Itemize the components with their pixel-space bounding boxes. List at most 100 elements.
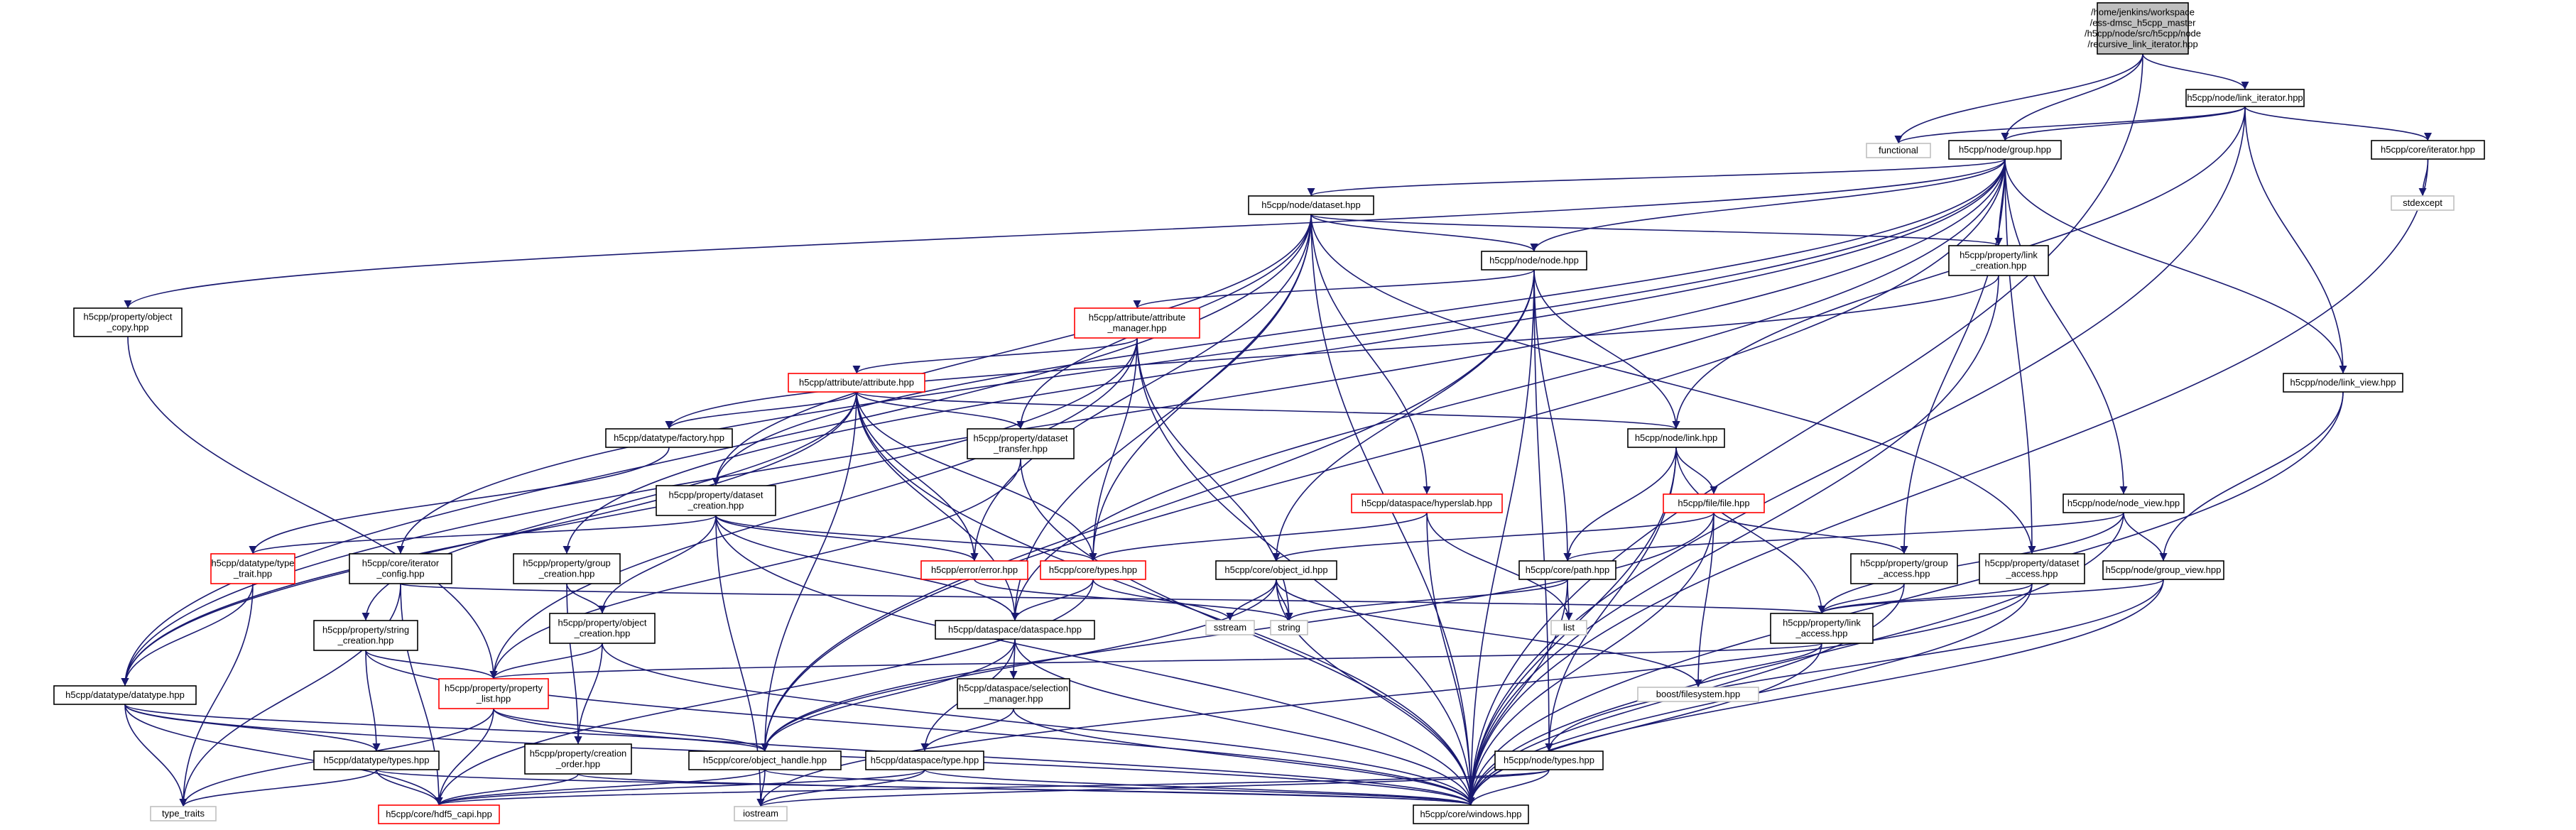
node-error[interactable]: h5cpp/error/error.hpp	[920, 560, 1028, 580]
node-group-view[interactable]: h5cpp/node/group_view.hpp	[2102, 560, 2224, 580]
edge-group_creation-to-creation_order	[566, 583, 582, 745]
edge-core_types-to-hdf5_capi	[435, 579, 1094, 806]
edge-link_iterator-to-core_iterator	[2244, 106, 2432, 141]
node-core-types[interactable]: h5cpp/core/types.hpp	[1040, 560, 1146, 580]
node-label: /h5cpp/node/src/h5cpp/node	[2085, 28, 2201, 39]
node-label: h5cpp/core/hdf5_capi.hpp	[386, 809, 492, 819]
node-attribute-manager[interactable]: h5cpp/attribute/attribute_manager.hpp	[1074, 307, 1200, 339]
node-link-creation[interactable]: h5cpp/property/link_creation.hpp	[1948, 245, 2049, 276]
edge-attribute-to-error	[856, 391, 979, 562]
node-label: h5cpp/node/types.hpp	[1504, 755, 1594, 765]
node-group[interactable]: h5cpp/node/group.hpp	[1948, 140, 2062, 160]
edge-link_access-to-property_list	[490, 643, 1822, 679]
node-group-creation[interactable]: h5cpp/property/group_creation.hpp	[513, 553, 621, 584]
node-dataset-transfer[interactable]: h5cpp/property/dataset_transfer.hpp	[967, 428, 1075, 459]
node-path[interactable]: h5cpp/core/path.hpp	[1518, 560, 1616, 580]
node-box	[349, 553, 452, 584]
node-label: h5cpp/node/link_view.hpp	[2290, 377, 2396, 388]
edge-dataset_transfer-to-property_list	[489, 458, 1021, 679]
node-iterator-config[interactable]: h5cpp/core/iterator_config.hpp	[349, 553, 452, 584]
node-box	[2371, 140, 2485, 160]
edge-node-to-link	[1533, 269, 1680, 430]
node-label: h5cpp/dataspace/selection	[959, 683, 1068, 694]
edge-type_trait-to-type_traits	[179, 583, 254, 807]
edge-iterator_config-to-hdf5_capi	[400, 583, 443, 806]
node-string-creation[interactable]: h5cpp/property/string_creation.hpp	[313, 620, 418, 651]
edge-attribute_manager-to-property_list	[489, 337, 1138, 679]
node-label: sstream	[1214, 622, 1246, 633]
node-dataspace[interactable]: h5cpp/dataspace/dataspace.hpp	[935, 620, 1095, 640]
node-link-iterator[interactable]: h5cpp/node/link_iterator.hpp	[2185, 89, 2305, 107]
edge-attribute-to-dataset_transfer	[856, 391, 1025, 430]
node-dataset-access[interactable]: h5cpp/property/dataset_access.hpp	[1979, 553, 2085, 584]
edge-group-to-dataspace	[1011, 158, 2006, 621]
node-core-iterator[interactable]: h5cpp/core/iterator.hpp	[2371, 140, 2485, 160]
node-label: list	[1563, 622, 1575, 633]
node-object-creation[interactable]: h5cpp/property/object_creation.hpp	[549, 613, 656, 644]
node-hdf5-capi[interactable]: h5cpp/core/hdf5_capi.hpp	[378, 804, 500, 824]
node-box	[2185, 89, 2305, 107]
edge-link_iterator-to-windows	[1467, 106, 2246, 806]
edge-attribute-to-factory	[665, 391, 857, 430]
node-hyperslab[interactable]: h5cpp/dataspace/hyperslab.hpp	[1351, 493, 1503, 513]
node-link[interactable]: h5cpp/node/link.hpp	[1627, 428, 1725, 448]
node-dataset-creation[interactable]: h5cpp/property/dataset_creation.hpp	[656, 485, 776, 516]
node-link-view[interactable]: h5cpp/node/link_view.hpp	[2283, 373, 2403, 393]
node-label: _creation.hpp	[688, 501, 744, 511]
node-label: _creation.hpp	[538, 569, 595, 579]
edge-creation_order-to-hdf5_capi	[435, 773, 579, 806]
node-label: _order.hpp	[555, 759, 600, 770]
node-file[interactable]: h5cpp/file/file.hpp	[1663, 493, 1765, 513]
node-label: string	[1278, 622, 1300, 633]
node-type-trait[interactable]: h5cpp/datatype/type_trait.hpp	[210, 553, 295, 584]
edge-dataset-to-dataset_creation	[712, 214, 1312, 486]
node-dataspace-type[interactable]: h5cpp/dataspace/type.hpp	[865, 750, 984, 770]
node-selection-manager[interactable]: h5cpp/dataspace/selection_manager.hpp	[957, 678, 1070, 709]
edge-string_creation-to-datatype_types	[365, 650, 381, 752]
node-box	[967, 428, 1075, 459]
node-label: /ess-dmsc_h5cpp_master	[2090, 18, 2197, 28]
node-object-copy[interactable]: h5cpp/property/object_copy.hpp	[73, 307, 183, 337]
node-object-id[interactable]: h5cpp/core/object_id.hpp	[1215, 560, 1337, 580]
node-dataset[interactable]: h5cpp/node/dataset.hpp	[1248, 195, 1374, 215]
edge-dataset-to-datatype	[121, 214, 1312, 687]
node-factory[interactable]: h5cpp/datatype/factory.hpp	[605, 428, 733, 448]
node-box	[1215, 560, 1337, 580]
edge-datatype-to-object_handle	[124, 704, 769, 752]
edge-iterator_config-to-type_traits	[179, 583, 401, 807]
node-box	[1948, 140, 2062, 160]
edge-datatype_types-to-type_traits	[179, 769, 377, 807]
edge-group-to-object_handle	[761, 158, 2006, 752]
edge-node_types-to-iostream	[756, 769, 1550, 807]
node-link-access[interactable]: h5cpp/property/link_access.hpp	[1770, 613, 1874, 644]
node-attribute[interactable]: h5cpp/attribute/attribute.hpp	[788, 373, 925, 393]
edge-node_types-to-hdf5_capi	[435, 769, 1550, 806]
node-datatype-types[interactable]: h5cpp/datatype/types.hpp	[313, 750, 440, 770]
node-box	[1494, 750, 1604, 770]
node-node[interactable]: h5cpp/node/node.hpp	[1481, 251, 1587, 271]
edge-link-to-file	[1675, 447, 1718, 495]
node-label: h5cpp/attribute/attribute.hpp	[799, 377, 914, 388]
edge-node-to-path	[1533, 269, 1572, 562]
node-object-handle[interactable]: h5cpp/core/object_handle.hpp	[688, 750, 842, 770]
node-box	[1074, 307, 1200, 339]
node-label: type_traits	[162, 808, 205, 819]
edge-link_access-to-windows	[1467, 643, 1822, 806]
node-node-types[interactable]: h5cpp/node/types.hpp	[1494, 750, 1604, 770]
edge-dataset-to-dataspace	[1011, 214, 1312, 621]
node-label: h5cpp/property/link	[1960, 250, 2038, 261]
node-label: stdexcept	[2403, 197, 2442, 208]
node-label: h5cpp/datatype/type	[211, 558, 294, 569]
node-property-list[interactable]: h5cpp/property/property_list.hpp	[438, 678, 549, 709]
node-label: _creation.hpp	[337, 635, 394, 646]
node-string: string	[1270, 620, 1308, 635]
node-datatype[interactable]: h5cpp/datatype/datatype.hpp	[53, 685, 197, 705]
node-node-view[interactable]: h5cpp/node/node_view.hpp	[2063, 493, 2185, 513]
node-box	[378, 804, 500, 824]
node-creation-order[interactable]: h5cpp/property/creation_order.hpp	[524, 743, 632, 775]
node-group-access[interactable]: h5cpp/property/group_access.hpp	[1850, 553, 1958, 584]
node-label: _config.hpp	[376, 569, 424, 579]
node-box	[1248, 195, 1374, 215]
edge-node_types-to-windows	[1467, 769, 1550, 806]
node-windows[interactable]: h5cpp/core/windows.hpp	[1413, 804, 1529, 824]
